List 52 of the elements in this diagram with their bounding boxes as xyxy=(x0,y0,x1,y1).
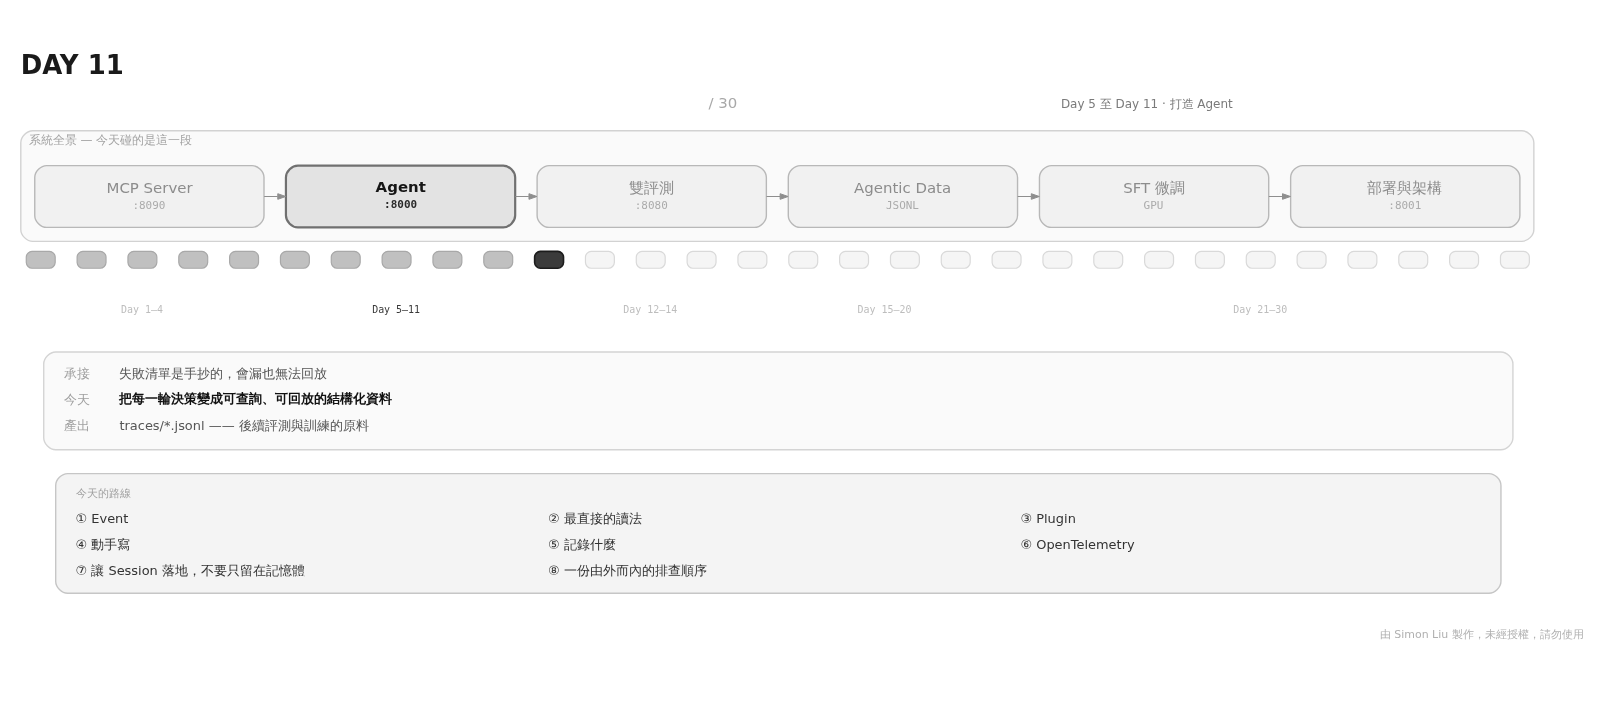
node-box xyxy=(381,250,412,269)
node-box xyxy=(432,250,463,269)
arrow xyxy=(1017,193,1040,200)
node-box: 部署與架構 :8001 xyxy=(1289,164,1521,229)
node-box xyxy=(533,250,565,270)
node-box xyxy=(1398,250,1429,269)
node-box: Agent :8000 xyxy=(284,164,517,229)
node-box xyxy=(1144,250,1175,269)
node-box xyxy=(635,250,666,269)
node-box: 承接 失敗清單是手抄的，會漏也無法回放 今天 把每一輪決策變成可查詢、可回放的結構化資料 產出 traces/*.jsonl —— 後續評測與訓練的原料 xyxy=(43,351,1514,451)
node-box xyxy=(889,250,920,269)
node-box xyxy=(127,250,158,269)
node-box xyxy=(1245,250,1276,269)
arrow xyxy=(263,193,287,200)
node-box xyxy=(1347,250,1378,269)
arrow xyxy=(1268,193,1291,200)
node-box xyxy=(788,250,819,269)
label: Day 5 至 Day 11 · 打造 Agent xyxy=(1060,96,1233,111)
node-box xyxy=(25,250,56,269)
label: Day 15–20 xyxy=(857,303,912,315)
node-box xyxy=(1194,250,1225,269)
node-box xyxy=(1449,250,1480,269)
node-box xyxy=(483,250,514,269)
diagram-title: DAY 11 xyxy=(20,49,124,80)
node-box xyxy=(1499,250,1530,269)
node-box xyxy=(991,250,1022,269)
label: Day 1–4 xyxy=(120,303,163,315)
arrow xyxy=(766,193,789,200)
node-box xyxy=(76,250,107,269)
node-box xyxy=(686,250,717,269)
node-box: 今天的路線 ① Event ② 最直接的讀法 ③ Plugin ④ 動手寫 ⑤ 記錄什麼 ⑥ OpenTelemetry ⑦ 讓 Session 落地，不要只留在記憶體 ⑧ 一份由外而內的排查順序 xyxy=(55,472,1502,594)
node-box xyxy=(330,250,361,269)
node-box xyxy=(940,250,971,269)
label: 由 Simon Liu 製作，未經授權，請勿使用 xyxy=(1379,627,1584,641)
node-box: Agentic Data JSONL xyxy=(787,164,1019,229)
node-box xyxy=(1093,250,1124,269)
node-box xyxy=(1042,250,1073,269)
node-box: SFT 微調 GPU xyxy=(1038,164,1270,229)
label: Day 21–30 xyxy=(1233,303,1288,315)
node-box xyxy=(737,250,768,269)
label: / 30 xyxy=(708,94,738,113)
arrow xyxy=(514,193,538,200)
node-box: 雙評測 :8080 xyxy=(536,164,768,229)
label: Day 5–11 xyxy=(372,303,421,315)
node-box xyxy=(178,250,209,269)
node-box xyxy=(584,250,615,269)
node-box xyxy=(229,250,260,269)
node-box xyxy=(839,250,870,269)
node-box xyxy=(279,250,310,269)
node-box: MCP Server :8090 xyxy=(34,164,265,229)
node-box xyxy=(1296,250,1327,269)
label: Day 12–14 xyxy=(623,303,678,315)
